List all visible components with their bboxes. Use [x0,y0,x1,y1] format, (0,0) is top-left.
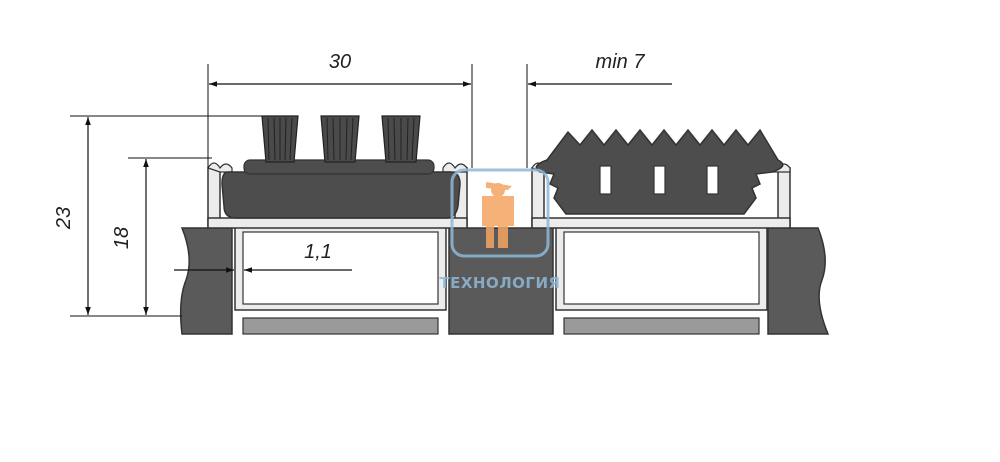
brush-insert [221,115,461,219]
watermark-logo: ТЕХНОЛОГИЯ [439,168,560,292]
insert-slot-1 [599,165,612,195]
insert-slot-3 [706,165,719,195]
brush-bundle-3 [381,115,421,163]
dimension-label-18: 18 [111,227,133,249]
dimension-label-23: 23 [53,207,75,230]
dimension-wall-1-1: 1,1 [174,241,352,273]
worker-figure-icon [482,182,514,248]
insert-slot-2 [653,165,666,195]
floor-left [179,227,233,335]
floor-right [767,227,830,335]
dimension-label-1-1: 1,1 [304,241,332,263]
watermark-text: ТЕХНОЛОГИЯ [439,274,560,292]
left-aluminium-profile [207,162,468,335]
serrated-rubber-insert [535,128,784,215]
dimension-label-min-7: min 7 [596,51,646,73]
brush-bundle-2 [320,115,360,163]
dimension-height-18: 18 [111,157,212,315]
dimension-height-23: 23 [53,115,262,317]
dimension-label-30: 30 [329,51,351,73]
right-aluminium-profile [531,162,791,335]
brush-bundle-1 [261,115,299,163]
dimension-width-30: 30 [207,51,473,168]
dimension-gap-min-7: min 7 [526,51,672,168]
